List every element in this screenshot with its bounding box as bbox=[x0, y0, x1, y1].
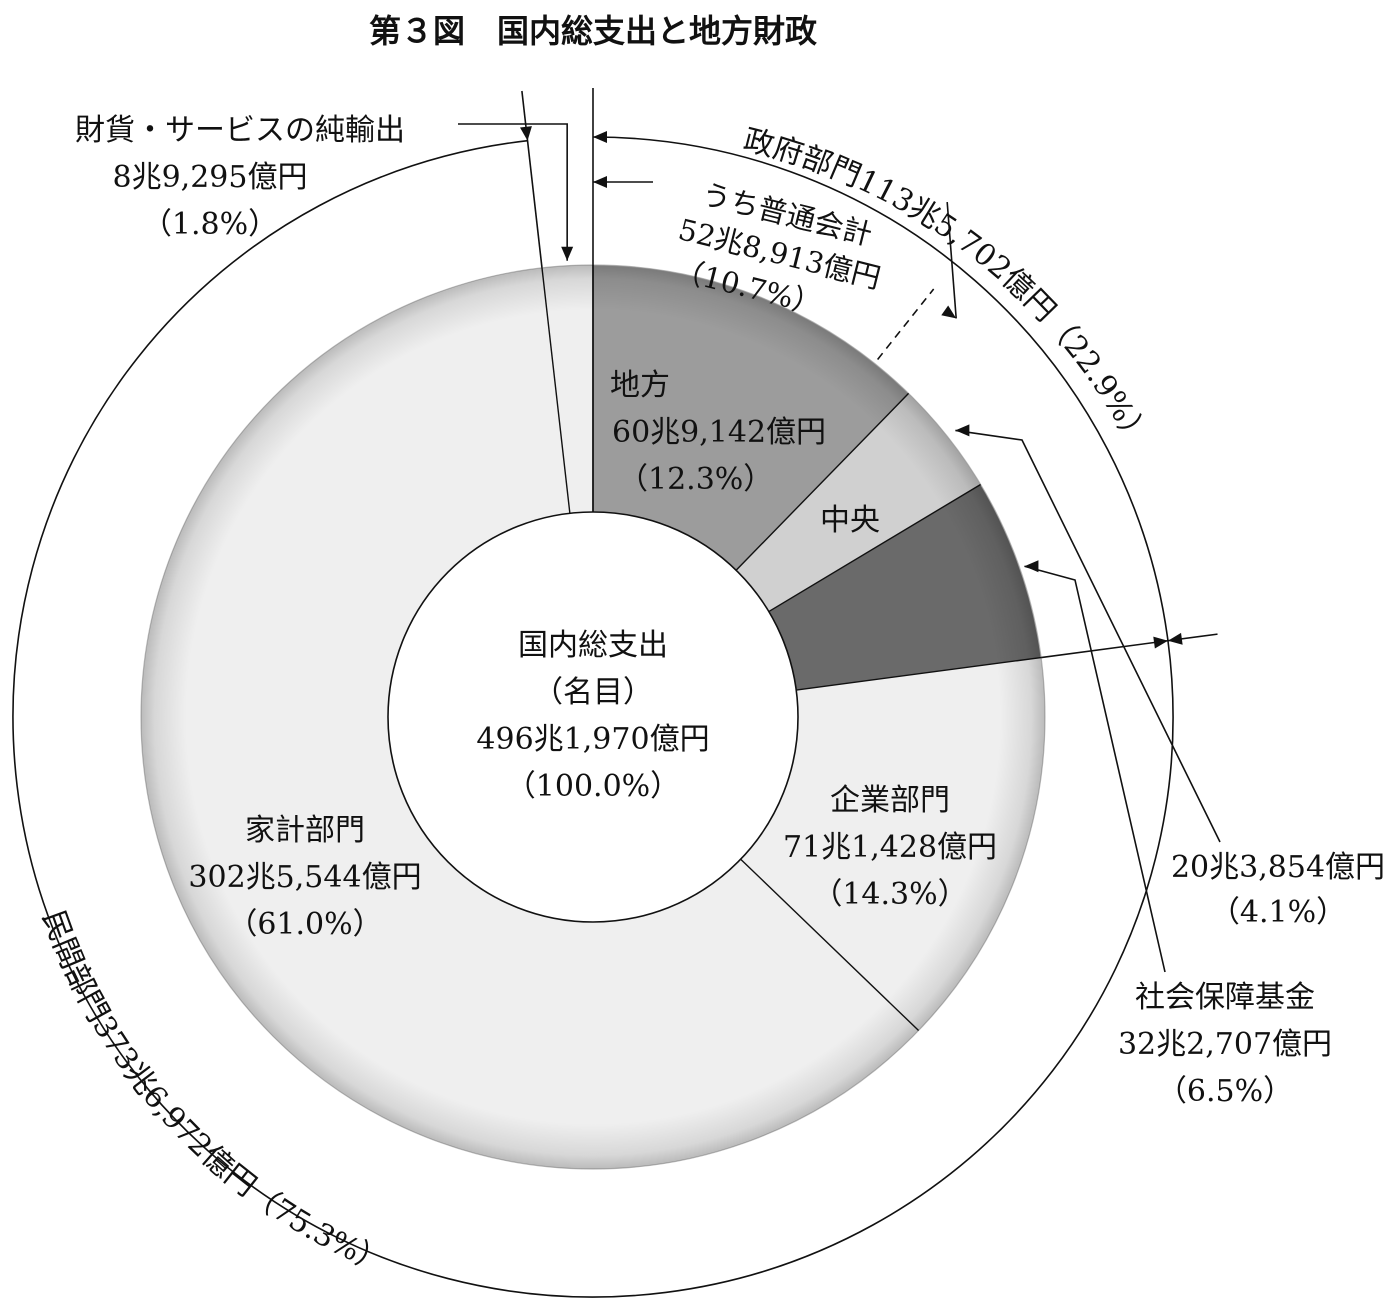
export-boundary-ext bbox=[521, 90, 543, 268]
shakai-leader-arrow bbox=[1024, 560, 1039, 573]
shakai-name: 社会保障基金 bbox=[1135, 980, 1315, 1015]
gov-private-boundary-ext bbox=[1040, 633, 1218, 659]
kigyo-name: 企業部門 bbox=[830, 783, 950, 818]
center-sublabel: （名目） bbox=[533, 675, 653, 710]
kakei-name: 家計部門 bbox=[245, 813, 365, 848]
private-arc bbox=[12, 139, 1174, 1298]
kakei-value: 302兆5,544億円 bbox=[188, 860, 421, 895]
kakei-percent: （61.0%） bbox=[227, 907, 382, 942]
chuo-leader bbox=[955, 429, 1221, 843]
chuo-value: 20兆3,854億円 bbox=[1171, 850, 1385, 885]
chuo-percent: （4.1%） bbox=[1210, 895, 1346, 930]
government-arc-arrow-end bbox=[1167, 632, 1183, 645]
junyu-percent: （1.8%） bbox=[142, 207, 278, 242]
private-arc-arrow-start bbox=[1153, 636, 1168, 649]
center-hole bbox=[387, 511, 799, 923]
junyu-leader-arrow bbox=[561, 246, 574, 261]
government-arc-arrow-start bbox=[593, 131, 607, 143]
general-account-marker bbox=[876, 288, 935, 360]
chart-title: 第３図 国内総支出と地方財政 bbox=[369, 12, 817, 50]
general-account-arrow-end bbox=[941, 305, 957, 319]
general-account-lead-end bbox=[946, 201, 957, 319]
shakai-value: 32兆2,707億円 bbox=[1118, 1027, 1332, 1062]
center-percent: （100.0%） bbox=[506, 769, 680, 804]
junyu-value: 8兆9,295億円 bbox=[113, 160, 308, 195]
junyu-leader bbox=[458, 123, 568, 261]
center-label: 国内総支出 bbox=[518, 628, 668, 663]
chiho-value: 60兆9,142億円 bbox=[612, 415, 826, 450]
chiho-percent: （12.3%） bbox=[618, 462, 773, 497]
chiho-name: 地方 bbox=[610, 368, 670, 403]
shakai-leader bbox=[1024, 565, 1166, 973]
leader-lines bbox=[12, 88, 1221, 1298]
center-value: 496兆1,970億円 bbox=[476, 722, 709, 757]
junyu-name: 財貨・サービスの純輸出 bbox=[75, 113, 405, 148]
chuo-leader-arrow bbox=[955, 424, 970, 437]
government-arc bbox=[592, 136, 1169, 641]
private-arc-arrow-end bbox=[520, 126, 532, 141]
shakai-percent: （6.5%） bbox=[1157, 1074, 1293, 1109]
kigyo-percent: （14.3%） bbox=[812, 877, 967, 912]
general-account-arrow-start bbox=[593, 176, 607, 188]
chuo-name: 中央 bbox=[820, 503, 880, 538]
kigyo-value: 71兆1,428億円 bbox=[783, 830, 997, 865]
